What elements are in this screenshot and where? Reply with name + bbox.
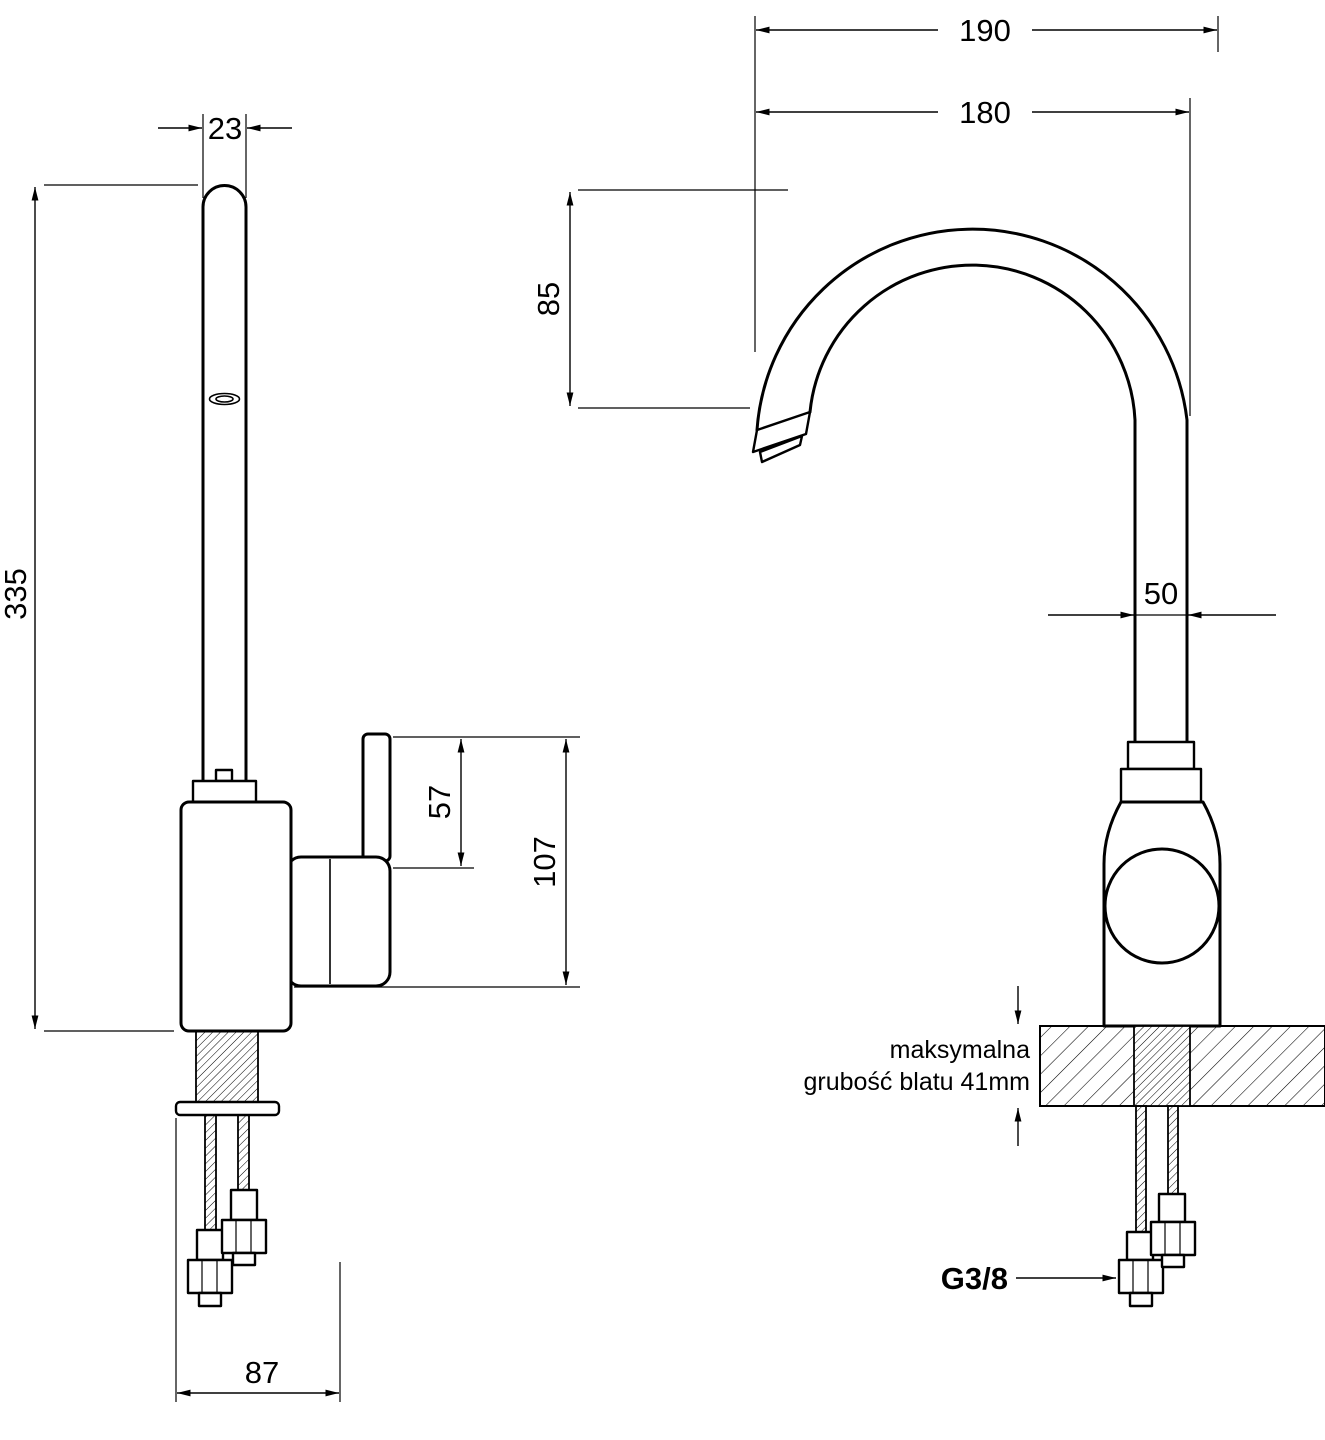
- dim-lever-height: 57: [393, 736, 580, 869]
- dim-column-width: 50: [1048, 576, 1276, 619]
- front-threaded-shank: [1133, 1025, 1191, 1107]
- dim-label-23: 23: [208, 111, 242, 146]
- dim-label-50: 50: [1144, 576, 1178, 611]
- side-hose-fitting-left: [186, 1228, 234, 1308]
- dim-label-180: 180: [959, 95, 1011, 130]
- side-threaded-shank: [195, 1030, 259, 1103]
- dim-spout-tube-width: 23: [158, 111, 292, 198]
- side-stud-left: [204, 1114, 217, 1234]
- side-stud-right: [237, 1114, 250, 1191]
- front-spout-inner-curve: [808, 263, 1137, 744]
- dim-label-57: 57: [422, 785, 457, 819]
- thread-size-callout: G3/8: [941, 1261, 1116, 1296]
- front-stud-left: [1135, 1105, 1147, 1233]
- dim-label-87: 87: [245, 1355, 279, 1390]
- side-aerator-inner: [215, 395, 234, 403]
- front-aerator-tip: [758, 434, 804, 464]
- dim-total-height: 335: [0, 184, 198, 1032]
- front-view: [751, 227, 1325, 1308]
- side-view: [174, 184, 392, 1308]
- side-lever-boss: [285, 855, 392, 988]
- side-spout-column: [201, 184, 248, 781]
- worktop-thickness-callout: maksymalna grubość blatu 41mm: [803, 986, 1030, 1146]
- dim-spout-height: 85: [531, 189, 788, 409]
- front-stud-right: [1167, 1105, 1179, 1195]
- side-hose-fitting-right: [220, 1188, 268, 1267]
- side-lever: [361, 732, 392, 863]
- dim-label-85: 85: [531, 282, 566, 316]
- front-knob: [1103, 847, 1221, 965]
- thread-size-label: G3/8: [941, 1261, 1008, 1296]
- front-aerator-band: [751, 410, 812, 454]
- side-body: [179, 800, 293, 1033]
- dim-label-107: 107: [527, 836, 562, 888]
- front-hose-fitting-right: [1149, 1192, 1197, 1269]
- front-spout-outer-curve: [755, 227, 1189, 744]
- side-base-plate: [174, 1100, 281, 1117]
- dim-label-190: 190: [959, 13, 1011, 48]
- dim-body-height: 107: [294, 739, 580, 988]
- front-hose-fitting-left: [1117, 1230, 1165, 1308]
- side-set-screw: [214, 768, 234, 783]
- dim-overall-reach: 190: [754, 13, 1219, 352]
- dim-base-width: 87: [175, 1118, 341, 1402]
- front-collar-upper: [1126, 740, 1196, 771]
- worktop-note-line1: maksymalna: [890, 1036, 1030, 1064]
- front-collar-lower: [1119, 767, 1203, 804]
- worktop-note-line2: grubość blatu 41mm: [803, 1068, 1030, 1096]
- side-aerator-icon: [208, 392, 241, 406]
- dim-label-335: 335: [0, 568, 33, 620]
- side-collar: [191, 779, 258, 804]
- dim-spout-reach: 180: [756, 95, 1191, 416]
